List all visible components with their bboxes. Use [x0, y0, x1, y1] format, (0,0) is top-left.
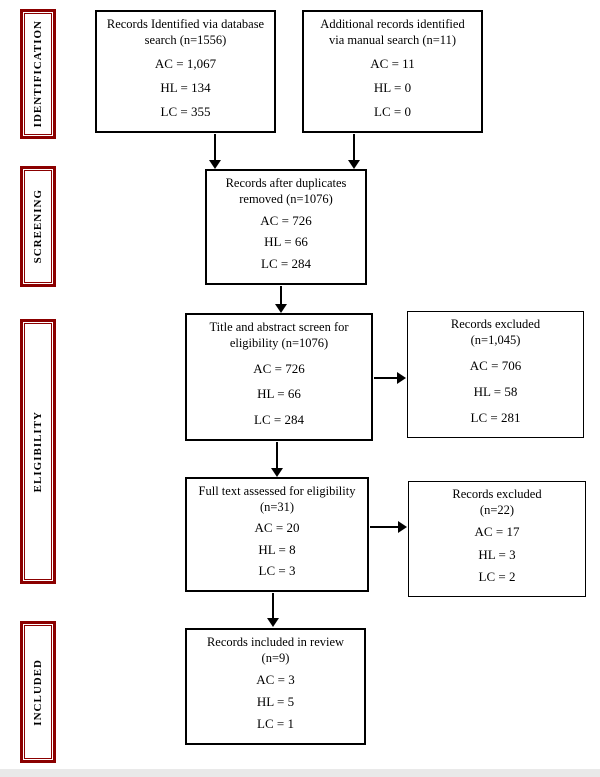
- arrow-duplicates-to-screen-icon: [280, 286, 282, 304]
- box-records-excluded-screen: Records excluded (n=1,045) AC = 706 HL =…: [407, 311, 584, 438]
- stage-box-included: INCLUDED: [20, 621, 56, 763]
- box-title-line: (n=1,045): [470, 332, 521, 347]
- arrow-screen-to-fulltext-icon: [276, 442, 278, 468]
- stage-box-identification: IDENTIFICATION: [20, 9, 56, 139]
- stat-lc: LC = 1: [257, 715, 294, 731]
- stat-ac: AC = 3: [256, 671, 295, 687]
- stat-lc: LC = 284: [254, 411, 304, 427]
- bottom-edge-strip: [0, 769, 600, 777]
- stage-label-screening: SCREENING: [32, 189, 44, 264]
- stage-label-identification: IDENTIFICATION: [32, 20, 44, 128]
- stat-lc: LC = 2: [478, 568, 516, 584]
- stat-ac: AC = 11: [370, 55, 415, 71]
- arrow-database-to-duplicates-icon: [214, 134, 216, 160]
- box-title-abstract-screen: Title and abstract screen for eligibilit…: [185, 313, 373, 441]
- stat-ac: AC = 20: [254, 520, 300, 536]
- stat-hl: HL = 3: [478, 546, 516, 562]
- stat-hl: HL = 66: [264, 234, 308, 250]
- stat-hl: HL = 0: [373, 79, 412, 95]
- box-title: Records after duplicates removed (n=1076…: [226, 176, 347, 207]
- arrow-screen-to-excluded-icon: [374, 377, 397, 379]
- box-full-text-assessed: Full text assessed for eligibility (n=31…: [185, 477, 369, 592]
- box-title: Records Identified via database search (…: [107, 17, 264, 48]
- box-title-line: (n=31): [259, 499, 295, 514]
- stat-ac: AC = 726: [253, 360, 305, 376]
- stage-box-eligibility: ELIGIBILITY: [20, 319, 56, 584]
- stat-hl: HL = 5: [256, 693, 295, 709]
- box-title: Title and abstract screen for eligibilit…: [209, 320, 348, 351]
- box-database-search: Records Identified via database search (…: [95, 10, 276, 133]
- stat-lc: LC = 0: [374, 103, 411, 119]
- stat-hl: HL = 8: [258, 541, 296, 557]
- box-title-line: Records excluded: [452, 487, 542, 501]
- box-title: Full text assessed for eligibility (n=31…: [199, 484, 356, 515]
- box-records-included-review: Records included in review (n=9) AC = 3 …: [185, 628, 366, 745]
- stat-lc: LC = 281: [470, 409, 521, 425]
- box-title: Additional records identified via manual…: [320, 17, 464, 48]
- box-title-line: Records Identified via database: [106, 17, 265, 31]
- box-title: Records included in review (n=9): [207, 635, 344, 666]
- stat-lc: LC = 355: [160, 103, 211, 119]
- arrow-fulltext-to-included-icon: [272, 593, 274, 618]
- box-title-line: Additional records identified: [320, 17, 465, 31]
- arrow-manual-to-duplicates-icon: [353, 134, 355, 160]
- stage-label-included: INCLUDED: [32, 658, 44, 726]
- stat-hl: HL = 134: [160, 79, 211, 95]
- box-title-line: Records excluded: [450, 317, 541, 331]
- stat-ac: AC = 726: [260, 212, 312, 228]
- box-title-line: eligibility (n=1076): [229, 335, 329, 350]
- stat-ac: AC = 1,067: [154, 55, 217, 71]
- box-title-line: search (n=1556): [144, 32, 227, 47]
- stat-lc: LC = 284: [261, 255, 311, 271]
- stage-label-eligibility: ELIGIBILITY: [32, 410, 44, 493]
- box-records-excluded-fulltext: Records excluded (n=22) AC = 17 HL = 3 L…: [408, 481, 586, 597]
- box-title-line: removed (n=1076): [239, 191, 333, 206]
- box-title-line: via manual search (n=11): [328, 32, 457, 47]
- box-title-line: Records after duplicates: [225, 176, 347, 190]
- box-title-line: Full text assessed for eligibility: [198, 484, 356, 498]
- stat-lc: LC = 3: [258, 562, 296, 578]
- stat-ac: AC = 706: [469, 357, 522, 373]
- stat-hl: HL = 58: [473, 383, 518, 399]
- box-duplicates-removed: Records after duplicates removed (n=1076…: [205, 169, 367, 285]
- stage-box-screening: SCREENING: [20, 166, 56, 287]
- arrow-fulltext-to-excluded-icon: [370, 526, 398, 528]
- box-title-line: (n=9): [261, 650, 290, 665]
- box-manual-search: Additional records identified via manual…: [302, 10, 483, 133]
- box-title-line: Title and abstract screen for: [209, 320, 349, 334]
- box-title-line: (n=22): [479, 502, 515, 517]
- box-title-line: Records included in review: [206, 635, 345, 649]
- box-title: Records excluded (n=1,045): [451, 317, 540, 348]
- stat-hl: HL = 66: [257, 386, 301, 402]
- stat-ac: AC = 17: [474, 524, 520, 540]
- box-title: Records excluded (n=22): [452, 487, 541, 518]
